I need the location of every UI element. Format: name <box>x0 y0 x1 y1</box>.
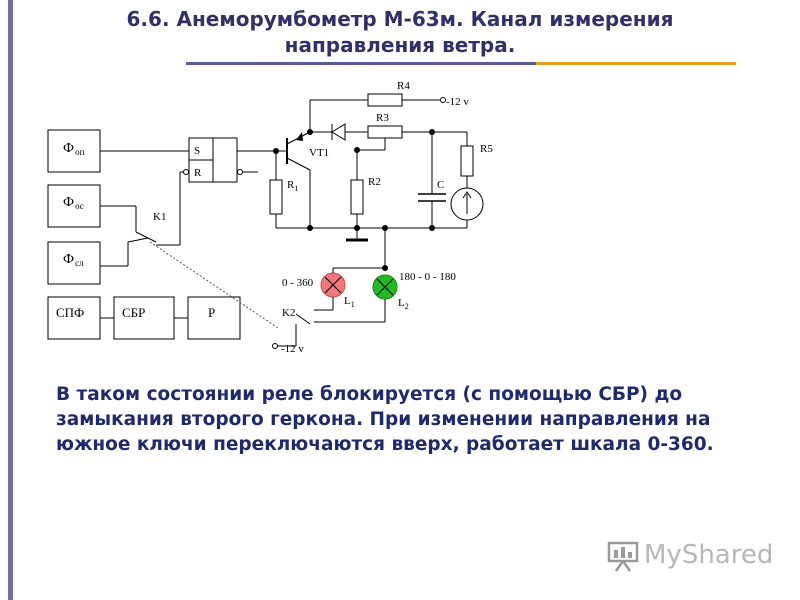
sr-trigger: S R <box>183 137 243 183</box>
logo-text: MyShared <box>644 540 774 570</box>
left-accent-bar <box>8 0 13 600</box>
supply-bottom-label: -12 v <box>281 343 304 355</box>
r5-label: R5 <box>480 143 493 155</box>
phi-os-label: Ф <box>63 195 74 210</box>
slide-title: 6.6. Анеморумбометр М-63м. Канал измерен… <box>126 7 674 57</box>
svg-text:R1: R1 <box>287 179 298 193</box>
supply-top-label: -12 v <box>446 96 469 108</box>
scale-right-label: 180 - 0 - 180 <box>399 271 456 283</box>
r4-label: R4 <box>397 80 410 92</box>
r1-sub: 1 <box>294 184 298 193</box>
spf-label: СПФ <box>56 305 84 320</box>
sensor-phi-op: Фоп <box>47 129 101 173</box>
meter-gauge-icon <box>450 187 484 221</box>
phi-os-sub: ос <box>75 201 84 211</box>
trigger-r-label: R <box>194 167 202 179</box>
cap-label: C <box>437 179 444 191</box>
svg-text:L1: L1 <box>344 295 355 309</box>
transistor-vt1: VT1 <box>286 131 329 171</box>
svg-text:L2: L2 <box>398 297 409 311</box>
vt1-label: VT1 <box>309 147 329 159</box>
scale-left-label: 0 - 360 <box>282 277 314 289</box>
block-p: Р <box>187 296 241 340</box>
sbr-label: СБР <box>122 305 145 320</box>
phi-op-label: Ф <box>63 141 74 156</box>
phi-sl-sub: сл <box>75 258 84 268</box>
svg-text:Фоп: Фоп <box>63 141 85 157</box>
switch-k2: K2 <box>278 297 386 347</box>
switch-k1: K1 <box>100 205 180 267</box>
presentation-board-icon <box>607 541 639 572</box>
sensor-phi-sl: Фсл <box>47 241 101 285</box>
l1-label: L <box>344 295 351 307</box>
lamp-l1 <box>320 272 346 298</box>
circuit-diagram: Фоп Фос Фсл СПФ СБР Р S R <box>47 80 493 355</box>
l1-sub: 1 <box>351 300 355 309</box>
diode <box>331 123 346 141</box>
k2-label: K2 <box>282 307 295 319</box>
svg-text:Фос: Фос <box>63 195 84 211</box>
l2-sub: 2 <box>405 302 409 311</box>
svg-text:Фсл: Фсл <box>63 252 84 268</box>
r1-label: R <box>287 179 295 191</box>
title-underline-orange <box>536 62 736 65</box>
phi-op-sub: оп <box>75 147 85 157</box>
block-sbr: СБР <box>113 296 175 340</box>
myshared-logo: MyShared <box>606 537 773 573</box>
phi-sl-label: Ф <box>63 252 74 267</box>
trigger-s-label: S <box>194 145 200 157</box>
r3-label: R3 <box>376 112 389 124</box>
sensor-phi-os: Фос <box>47 184 101 228</box>
lamp-l2 <box>372 274 398 300</box>
title-underline-blue <box>186 62 536 65</box>
body-text: В таком состоянии реле блокируется (с по… <box>56 384 714 455</box>
r2-label: R2 <box>368 176 381 188</box>
block-spf: СПФ <box>47 296 101 340</box>
p-label: Р <box>208 305 215 320</box>
k1-label: K1 <box>153 211 166 223</box>
l2-label: L <box>398 297 405 309</box>
